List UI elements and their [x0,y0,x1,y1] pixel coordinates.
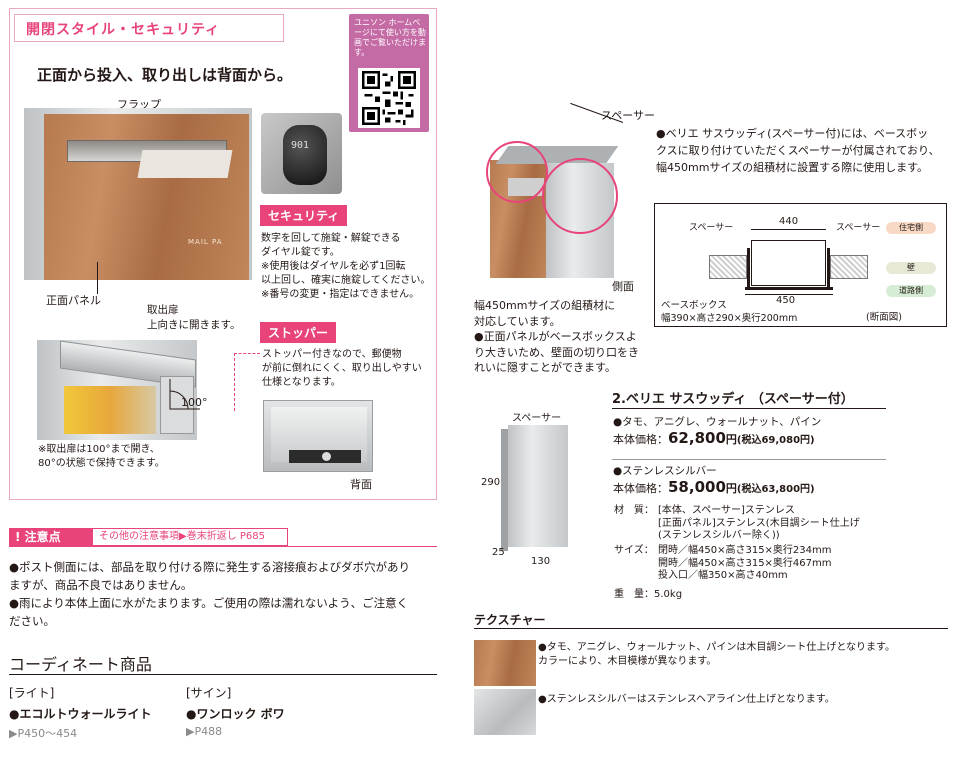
door-note: ※取出扉は100°まで開き、 80°の状態で保持できます。 [38,444,165,469]
side-label: 側面 [612,280,634,293]
diagram-dim-line-top [751,229,826,230]
door-label: 取出扉 上向きに開きます。 [147,304,241,331]
warning-icon: ! [15,530,25,544]
legend-house: 住宅側 [886,222,936,234]
diagram-dim-440: 440 [779,216,799,227]
angle-arc-icon [169,379,200,410]
diagram-front-panel [745,287,833,290]
diagram-dim-450: 450 [776,295,796,306]
wood-price: 本体価格：62,800円(税込69,080円) [613,429,815,447]
spacer-part-label: スペーサー [512,413,562,424]
stopper-text: ストッパー付きなので、郵便物 が前に倒れにくく、取り出しやすい 仕様となります。 [262,349,422,388]
diagram-spacer-bar-l [747,248,750,288]
diagram-spacer-right: スペーサー [836,223,881,233]
diagram-base-label: ベースボックス 幅390×高さ290×奥行200mm [661,300,798,324]
stopper-pointer [234,353,260,354]
coordinate-item-light: [ライト] ●エコルトウォールライト ▶P450〜454 [9,686,152,740]
texture-title: テクスチャー [474,613,546,627]
feature-heading: 正面から投入、取り出しは背面から。 [37,66,293,84]
front-panel-wood [44,114,249,280]
spacer-part-edge [501,429,508,551]
coordinate-title: コーディネート商品 [9,655,152,674]
texture-steel-text: ●ステンレスシルバーはステンレスヘアライン仕上げとなります。 [538,694,835,705]
wood-colors: ●タモ、アニグレ、ウォールナット、パイン [613,416,822,428]
texture-wood-text: ●タモ、アニグレ、ウォールナット、パインは木目調シート仕上げとなります。 カラー… [538,642,896,667]
security-underline [260,222,340,224]
angle-label: 100° [181,396,208,409]
caution-rule [9,546,437,547]
security-text: 数字を回して施錠・解錠できる ダイヤル錠です。 ※使用後はダイヤルを必ず1回転 … [261,233,431,300]
product-title-rule [612,408,886,409]
qr-code-icon[interactable] [358,68,420,128]
texture-rule [474,628,948,629]
back-label: 背面 [350,478,372,491]
mail-paper [137,150,233,178]
spacer-description: ●ベリエ サスウッディ(スペーサー付)には、ベースボッ クスに取り付けていただく… [656,127,940,174]
diagram-spacer-left: スペーサー [689,223,734,233]
mailbox-logo: MAIL PA [188,238,223,246]
spec-weight: 重 量：5.0kg [614,589,683,600]
mail-inside [64,386,156,434]
spacer-part [508,425,568,547]
stopper-tag: ストッパー [260,322,337,343]
door-side [160,376,194,434]
caution-text: ●ポスト側面には、部品を取り付ける際に発生する溶接痕およびダボ穴があり ますが、… [9,560,411,628]
steel-price: 本体価格：58,000円(税込63,800円) [613,478,815,496]
spec-size: サイズ： 閉時／幅450×高さ315×奥行234mm 開時／幅450×高さ315… [614,545,832,581]
highlight-circle-side [542,158,618,234]
security-tag: セキュリティ [260,205,348,226]
flap-label: フラップ [117,98,161,111]
steel-colors: ●ステンレスシルバー [613,465,717,477]
diagram-wall-right [830,255,868,279]
spacer-dim-w: 130 [531,556,551,567]
legend-road: 道路側 [886,285,936,297]
front-panel-label: 正面パネル [46,294,101,307]
stopper-underline [260,339,332,341]
spacer-photo-label: スペーサー [601,109,656,122]
front-panel-leader [97,262,98,294]
caution-tag: ! 注意点 [9,528,93,546]
diagram-dim-line-bottom [745,294,833,295]
coordinate-rule [9,674,437,675]
texture-steel-swatch [474,689,536,735]
legend-wall: 壁 [886,262,936,274]
panel-header [14,14,284,42]
spacer-dim-h: 290 [481,477,501,488]
product-title: 2.ベリエ サスウッディ （スペーサー付） [612,392,854,407]
spacer-left-text: 幅450mmサイズの組積材に 対応しています。 ●正面パネルがベースボックスよ … [474,299,639,374]
price-divider [612,459,886,460]
spacer-dim-d: 25 [492,547,505,558]
cross-section-diagram [654,203,947,327]
dial-digits: 901 [291,140,310,151]
qr-caption: ユニソン ホームページにて使い方を動画でご覧いただけます。 [354,18,426,57]
caution-link[interactable]: その他の注意事項▶巻末折返し P685 [93,528,288,546]
texture-wood-swatch [474,640,536,686]
stopper-pointer-v [234,353,235,411]
highlight-circle-top [486,141,548,203]
diagram-base-box [751,240,826,286]
dial-lock-icon [283,125,327,185]
diagram-spacer-bar-r [827,248,830,288]
back-lock-icon [322,452,331,461]
coordinate-item-sign: [サイン] ●ワンロック ボワ ▶P488 [186,686,285,738]
diagram-section-label: (断面図) [866,312,902,323]
diagram-wall-left [709,255,747,279]
spec-material: 材 質： [本体、スペーサー]ステンレス [正面パネル]ステンレス(木目調シート… [614,505,860,541]
panel-title: 開閉スタイル・セキュリティ [26,22,221,38]
